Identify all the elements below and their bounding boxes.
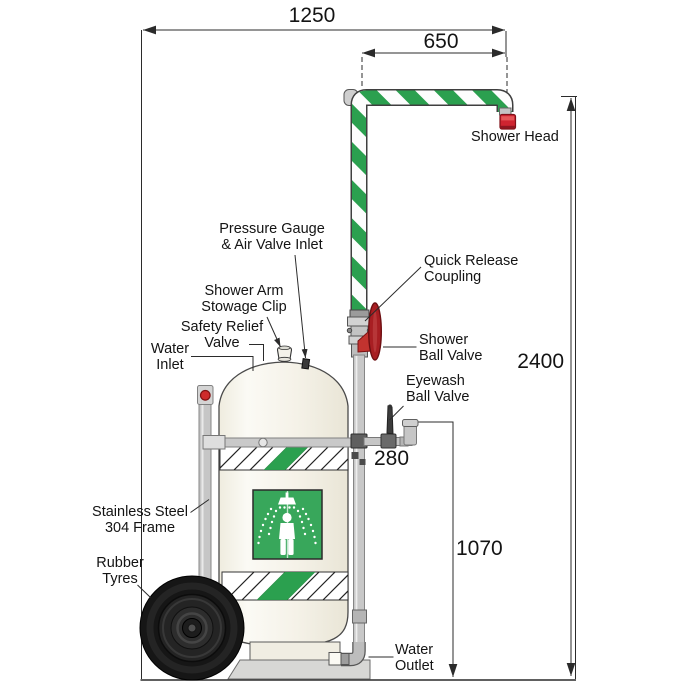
- dim-eyewash-height: 1070: [456, 537, 503, 560]
- label-water-inlet: Water Inlet: [150, 341, 190, 373]
- dim-arm-reach: 650: [423, 30, 459, 53]
- safety-shower-sign-icon: [252, 489, 323, 560]
- stowage-clip-fitting: [276, 345, 293, 362]
- label-pressure-gauge: Pressure Gauge & Air Valve Inlet: [219, 221, 325, 253]
- label-safety-relief: Safety Relief Valve: [180, 319, 264, 351]
- eyewash-assembly: [363, 404, 419, 449]
- dim-overall-length: 1250: [288, 4, 336, 27]
- dim-eyewash-reach: 280: [374, 447, 410, 470]
- hazard-band-lower: [221, 571, 349, 601]
- label-frame: Stainless Steel 304 Frame: [92, 504, 188, 536]
- riser-pipe: [350, 354, 368, 656]
- label-stowage-clip: Shower Arm Stowage Clip: [201, 283, 287, 315]
- spray-dots: [257, 506, 317, 545]
- label-eyewash-ball-valve: Eyewash Ball Valve: [406, 373, 470, 405]
- label-quick-release: Quick Release Coupling: [424, 253, 519, 285]
- dim-line-1070: [415, 421, 458, 677]
- pipe-clamp: [352, 609, 367, 624]
- dim-overall-height: 2400: [517, 350, 564, 373]
- water-outlet-fitting: [328, 642, 366, 667]
- label-tyres: Rubber Tyres: [96, 555, 144, 587]
- frame-crossbar: [202, 435, 368, 450]
- shower-ball-valve: [351, 302, 383, 361]
- shower-arm-pipe: [343, 89, 514, 313]
- wheel: [139, 575, 245, 681]
- label-shower-ball-valve: Shower Ball Valve: [419, 332, 483, 364]
- shower-pictogram: [257, 492, 317, 555]
- leader-lines: [137, 254, 422, 658]
- eyewash-nozzle: [402, 419, 419, 427]
- eyewash-valve-body: [380, 433, 397, 449]
- air-valve-fitting: [301, 358, 311, 370]
- shower-head-icon: [499, 107, 517, 130]
- dimension-lines: [140, 25, 577, 681]
- label-water-outlet: Water Outlet: [395, 642, 434, 674]
- handle-knob: [199, 389, 211, 401]
- label-shower-head: Shower Head: [471, 129, 559, 145]
